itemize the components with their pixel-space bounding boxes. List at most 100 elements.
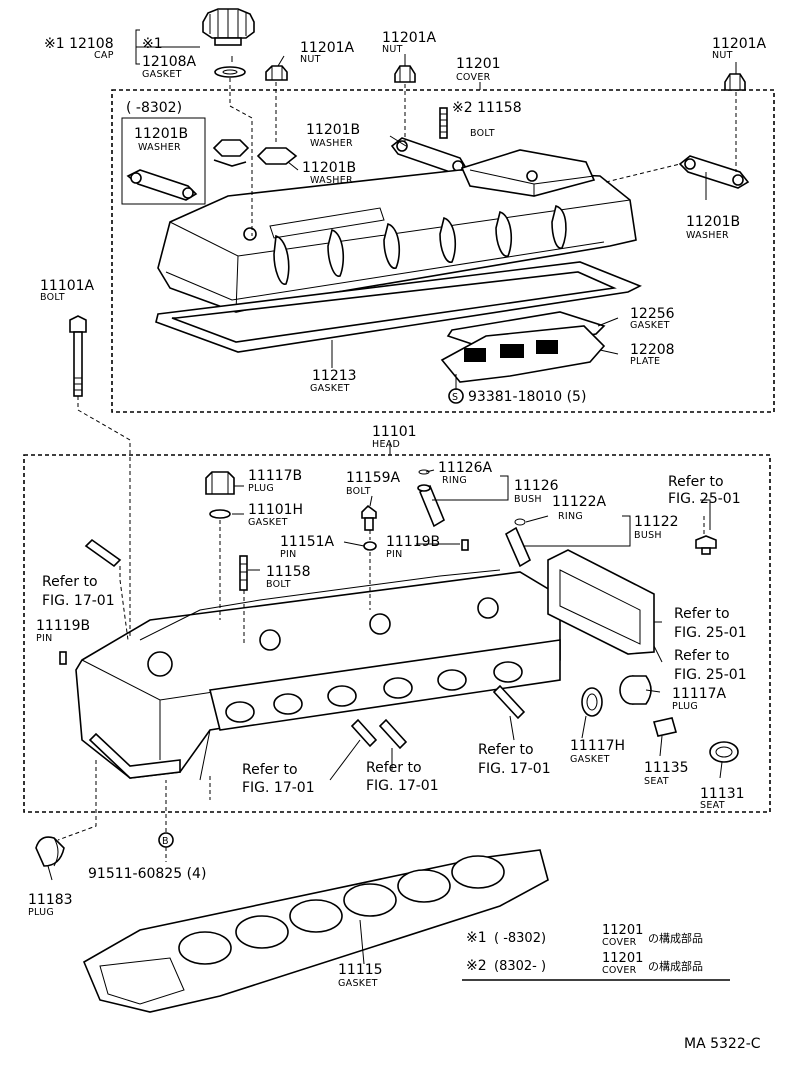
svg-text:11201B: 11201B xyxy=(306,122,360,138)
cover-group-box xyxy=(111,89,775,413)
svg-text:SEAT: SEAT xyxy=(700,800,725,811)
bolt-11159A xyxy=(361,504,377,531)
svg-text:※2: ※2 xyxy=(466,958,487,974)
svg-text:RING: RING xyxy=(558,511,583,522)
svg-text:の構成部品: の構成部品 xyxy=(648,931,703,945)
svg-text:FIG. 25-01: FIG. 25-01 xyxy=(668,491,741,507)
svg-text:BUSH: BUSH xyxy=(634,530,662,541)
callout-11151A: 11151A PIN xyxy=(280,534,335,560)
callout-11101H: 11101H GASKET xyxy=(248,502,303,528)
head-gasket xyxy=(82,849,549,1013)
svg-text:FIG. 25-01: FIG. 25-01 xyxy=(674,667,747,683)
svg-text:11122: 11122 xyxy=(634,514,679,530)
svg-text:11201: 11201 xyxy=(602,923,643,938)
cylinder-head xyxy=(75,569,561,781)
svg-text:PIN: PIN xyxy=(36,633,53,644)
svg-text:11159A: 11159A xyxy=(346,470,401,486)
callout-11119B-2: 11119B PIN xyxy=(36,618,90,644)
svg-text:Refer to: Refer to xyxy=(42,574,98,590)
refer-fig-25-01-mid: Refer to FIG. 25-01 xyxy=(674,606,747,641)
svg-text:FIG. 17-01: FIG. 17-01 xyxy=(242,780,315,796)
head-bolt xyxy=(69,315,87,397)
svg-text:Refer to: Refer to xyxy=(242,762,298,778)
svg-text:FIG. 17-01: FIG. 17-01 xyxy=(42,593,115,609)
stud-left xyxy=(84,538,122,568)
svg-text:PIN: PIN xyxy=(386,549,403,560)
callout-11117A: 11117A PLUG xyxy=(672,686,727,712)
callout-11213: 11213 GASKET xyxy=(310,368,357,394)
svg-text:( -8302): ( -8302) xyxy=(126,100,182,116)
svg-text:BOLT: BOLT xyxy=(40,292,65,303)
callout-93381: 93381-18010 (5) xyxy=(468,389,586,405)
callout-11159A: 11159A BOLT xyxy=(346,470,401,497)
callout-11201B-inset: 11201B WASHER xyxy=(134,126,188,153)
svg-text:11201A: 11201A xyxy=(712,36,767,52)
svg-text:11201A: 11201A xyxy=(382,30,437,46)
svg-text:※2 11158: ※2 11158 xyxy=(452,100,522,116)
svg-text:11119B: 11119B xyxy=(386,534,440,550)
svg-text:11119B: 11119B xyxy=(36,618,90,634)
svg-text:WASHER: WASHER xyxy=(310,175,353,186)
refer-fig-25-01-top: Refer to FIG. 25-01 xyxy=(668,474,741,507)
callout-11201A-3: 11201A NUT xyxy=(712,36,767,61)
callout-11122: 11122 BUSH xyxy=(634,514,679,541)
callout-11158-mid: 11158 BOLT xyxy=(266,564,311,590)
svg-text:※1: ※1 xyxy=(142,36,163,52)
svg-text:Refer to: Refer to xyxy=(478,742,534,758)
callout-11131: 11131 SEAT xyxy=(700,786,745,811)
svg-text:FIG. 17-01: FIG. 17-01 xyxy=(478,761,551,777)
svg-text:BOLT: BOLT xyxy=(266,579,291,590)
svg-text:11183: 11183 xyxy=(28,892,73,908)
callout-8302: ( -8302) xyxy=(126,100,182,116)
svg-text:11201: 11201 xyxy=(602,951,643,966)
callout-11126A: 11126A RING xyxy=(438,460,493,486)
svg-text:11201B: 11201B xyxy=(134,126,188,142)
callout-11201B-4: 11201B WASHER xyxy=(686,214,740,241)
callout-11126: 11126 BUSH xyxy=(514,478,559,505)
svg-text:91511-60825 (4): 91511-60825 (4) xyxy=(88,866,206,882)
gasket-11117H xyxy=(581,687,603,717)
washer-center xyxy=(390,137,468,175)
svg-text:GASKET: GASKET xyxy=(570,754,610,765)
callout-11122A: 11122A RING xyxy=(552,494,607,522)
gasket-11101H xyxy=(209,509,231,519)
svg-text:BOLT: BOLT xyxy=(470,128,495,139)
callout-12108-mark: ※1 xyxy=(142,36,163,52)
svg-text:11115: 11115 xyxy=(338,962,383,978)
refer-fig-17-01-bottom-1: Refer to FIG. 17-01 xyxy=(242,762,315,796)
svg-text:11101A: 11101A xyxy=(40,278,95,294)
callout-11101: 11101 HEAD xyxy=(372,424,417,450)
svg-text:GASKET: GASKET xyxy=(142,69,182,80)
cover-nut-1 xyxy=(265,65,288,81)
cap-bracket xyxy=(135,29,200,65)
svg-text:11201A: 11201A xyxy=(300,40,355,56)
cover-bolt xyxy=(439,107,448,139)
stud-lower-3 xyxy=(492,684,526,720)
cap-gasket xyxy=(214,66,246,78)
svg-text:Refer to: Refer to xyxy=(674,606,730,622)
svg-text:11131: 11131 xyxy=(700,786,745,802)
svg-text:11201B: 11201B xyxy=(302,160,356,176)
svg-text:12256: 12256 xyxy=(630,306,675,322)
cover-nut-3 xyxy=(724,73,746,91)
callout-12108: ※1 12108 CAP xyxy=(44,36,114,61)
svg-text:COVER: COVER xyxy=(602,937,637,948)
bush-11122 xyxy=(504,518,532,568)
svg-text:11158: 11158 xyxy=(266,564,311,580)
callout-11117H: 11117H GASKET xyxy=(570,738,625,765)
svg-text:11126A: 11126A xyxy=(438,460,493,476)
svg-text:の構成部品: の構成部品 xyxy=(648,959,703,973)
callout-11201A-1: 11201A NUT xyxy=(300,40,355,65)
callout-11201B-3: 11201B WASHER xyxy=(302,160,356,186)
plug-11117B xyxy=(205,471,235,495)
seat-11135 xyxy=(652,717,678,737)
refer-fig-17-01-bottom-2: Refer to FIG. 17-01 xyxy=(366,760,439,794)
stud-lower-1 xyxy=(350,718,378,748)
leader-lines xyxy=(47,54,737,965)
cover-gasket xyxy=(155,261,642,353)
callout-11115: 11115 GASKET xyxy=(338,962,383,989)
svg-text:NUT: NUT xyxy=(300,54,321,65)
refer-fig-17-01-bottom-3: Refer to FIG. 17-01 xyxy=(478,742,551,777)
svg-text:GASKET: GASKET xyxy=(310,383,350,394)
